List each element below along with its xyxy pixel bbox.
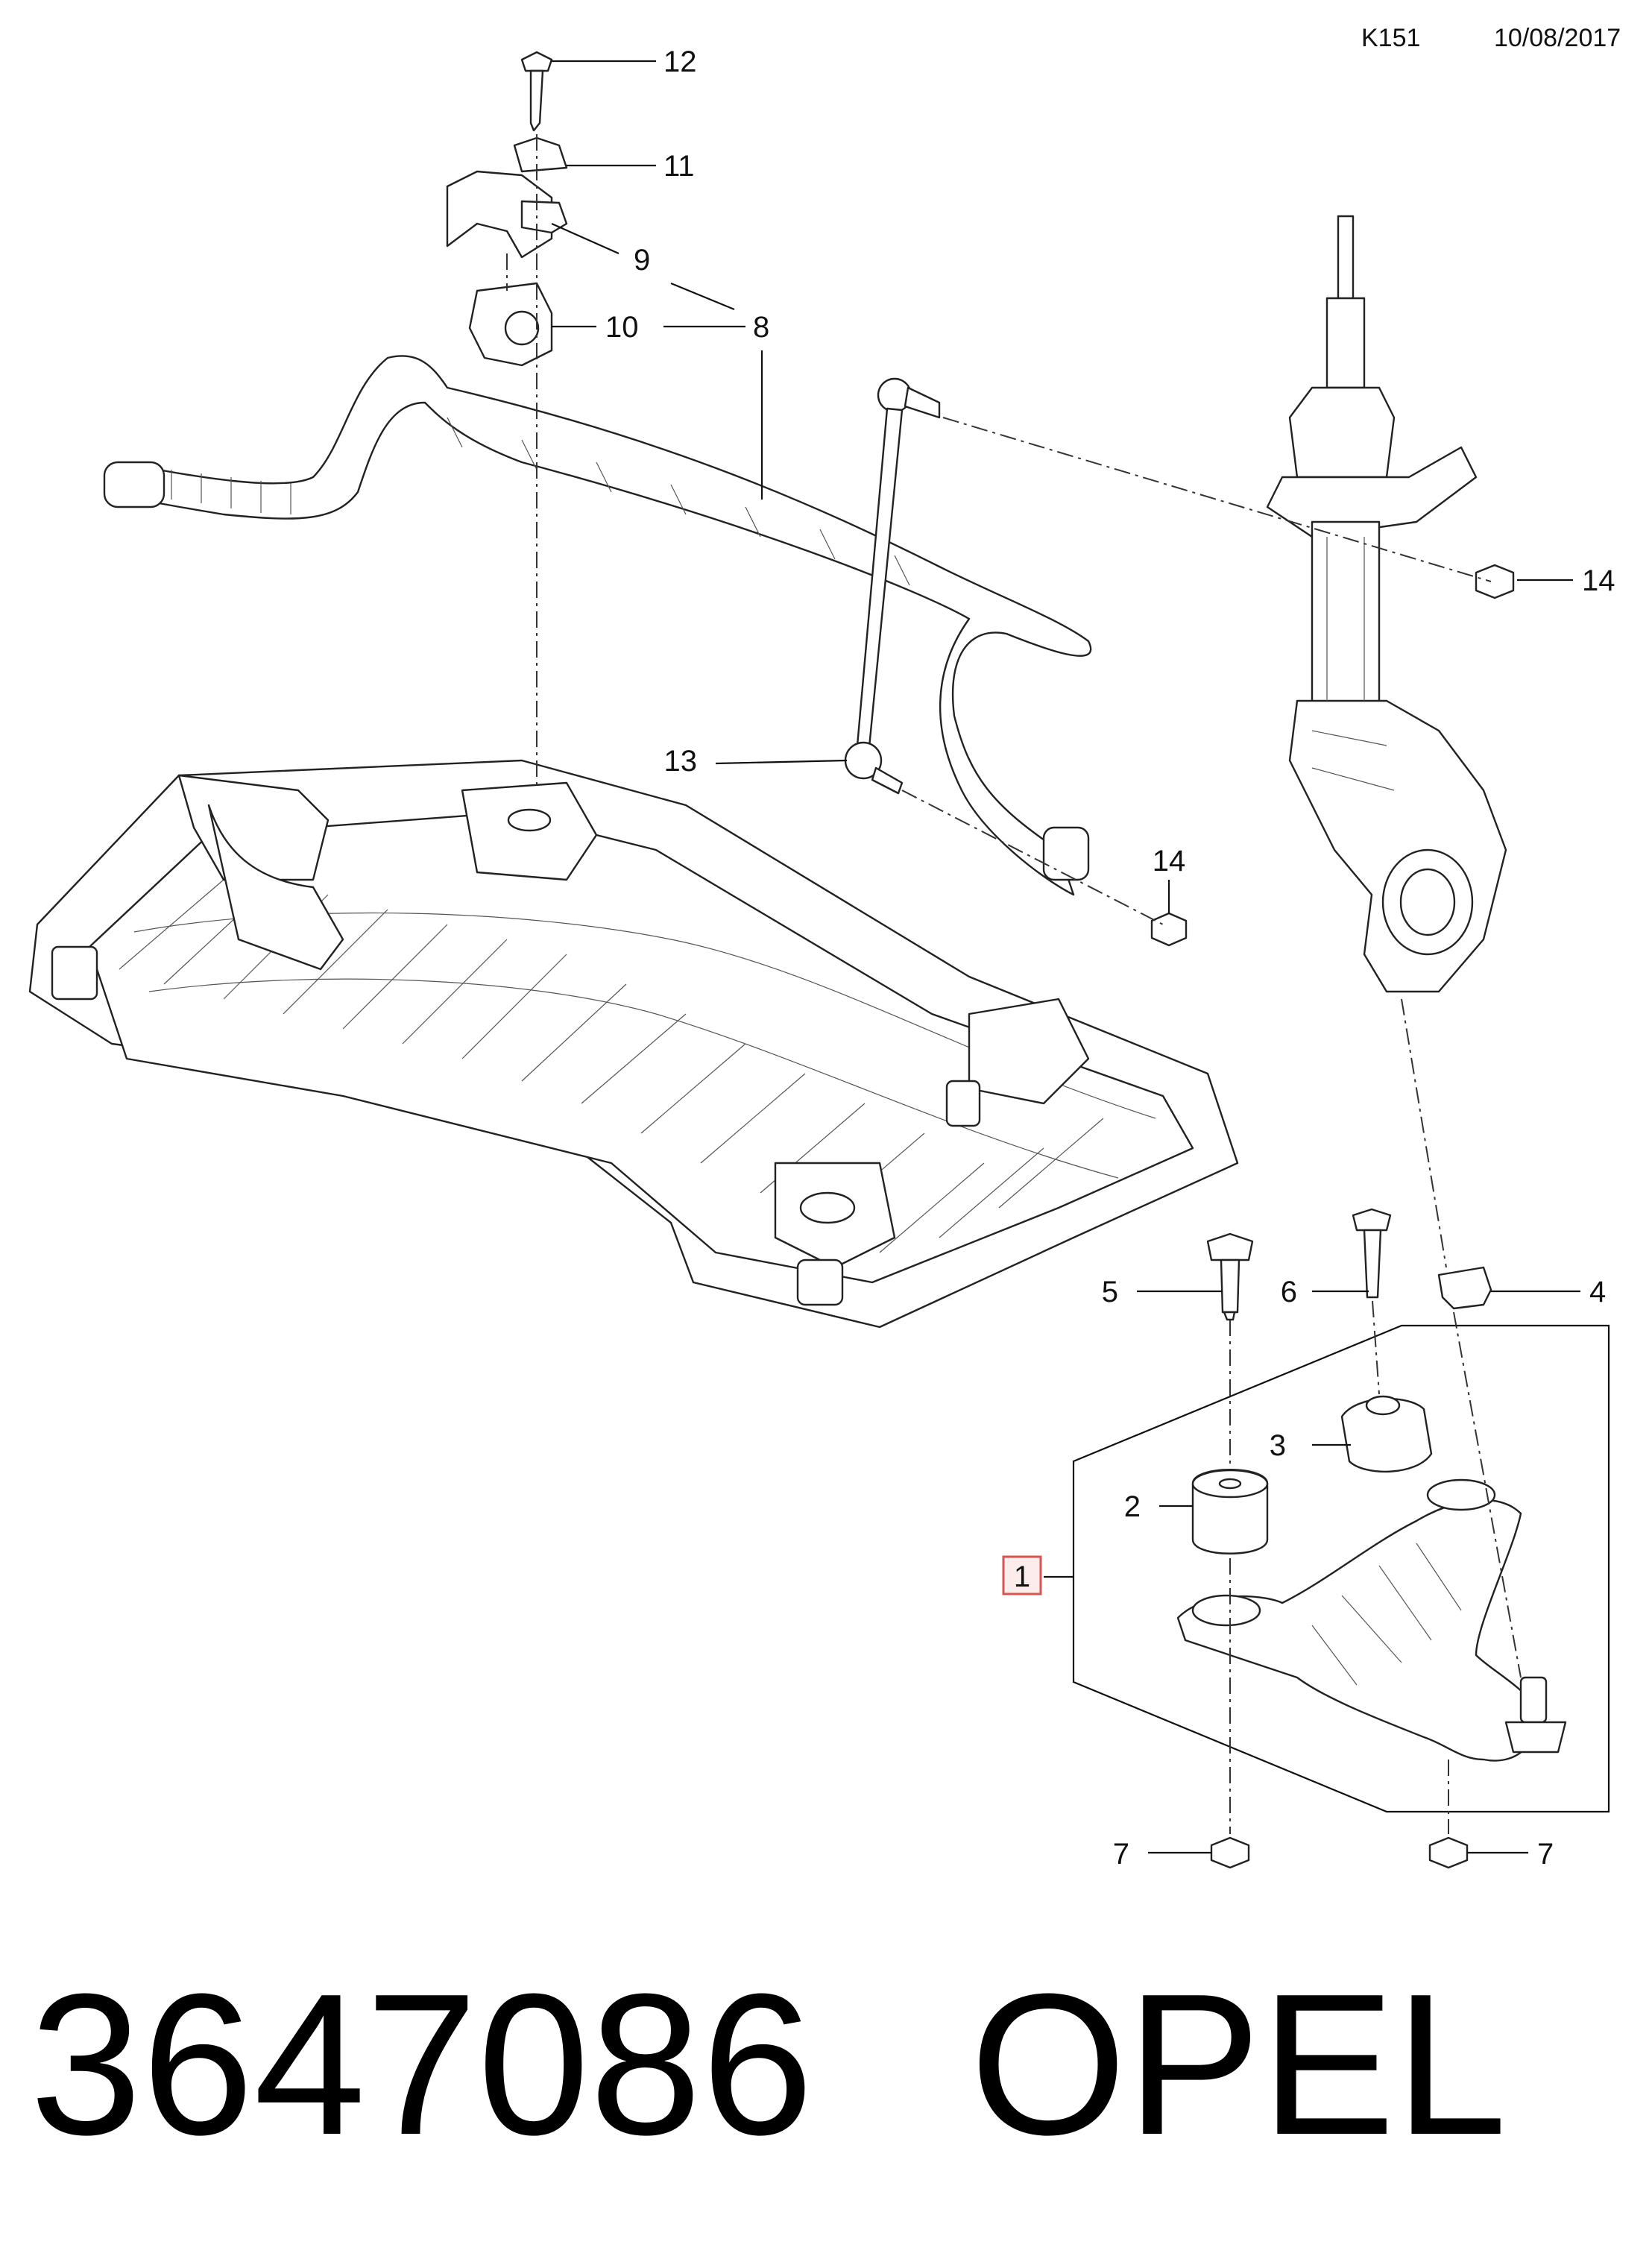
callout-1-highlight <box>1002 1555 1042 1595</box>
exploded-suspension-diagram: 1 2 3 4 5 6 7 7 8 9 10 11 12 13 14 14 <box>28 45 1615 1871</box>
strut-and-knuckle-drawing <box>1266 215 1507 993</box>
callout-14-upper[interactable]: 14 <box>1582 564 1615 597</box>
leader-lines <box>551 60 1580 1854</box>
callout-3[interactable]: 3 <box>1270 1429 1286 1462</box>
subframe-drawing <box>28 759 1239 1329</box>
callout-11[interactable]: 11 <box>663 150 695 183</box>
part-footer: 3647086 OPEL <box>30 1953 1507 2177</box>
diagram-date: 10/08/2017 <box>1494 24 1621 52</box>
nut-14-lower-drawing <box>1150 912 1188 947</box>
callout-2[interactable]: 2 <box>1124 1490 1141 1523</box>
callout-13[interactable]: 13 <box>664 745 698 778</box>
callout-4[interactable]: 4 <box>1589 1276 1606 1308</box>
callout-8[interactable]: 8 <box>753 311 769 344</box>
callout-7-left[interactable]: 7 <box>1113 1838 1129 1871</box>
callout-9[interactable]: 9 <box>634 244 650 277</box>
stabilizer-bar-drawing <box>103 355 1092 896</box>
callout-12[interactable]: 12 <box>663 45 697 78</box>
callout-5[interactable]: 5 <box>1102 1276 1118 1308</box>
brand-name: OPEL <box>970 1953 1507 2177</box>
callout-7-right[interactable]: 7 <box>1537 1838 1554 1871</box>
diagram-code: K151 <box>1361 24 1421 52</box>
callout-6[interactable]: 6 <box>1281 1276 1297 1308</box>
nut-14-upper-drawing <box>1475 564 1515 599</box>
callout-14-lower[interactable]: 14 <box>1153 845 1186 878</box>
callout-1[interactable]: 1 <box>1014 1560 1030 1593</box>
control-arm-drawing <box>1072 1208 1610 1869</box>
part-number: 3647086 <box>30 1953 814 2177</box>
callout-10[interactable]: 10 <box>605 311 639 344</box>
bushing-clamp-drawing <box>446 51 568 367</box>
stabilizer-link-drawing <box>844 377 941 795</box>
assembly-center-lines <box>506 134 1522 1834</box>
